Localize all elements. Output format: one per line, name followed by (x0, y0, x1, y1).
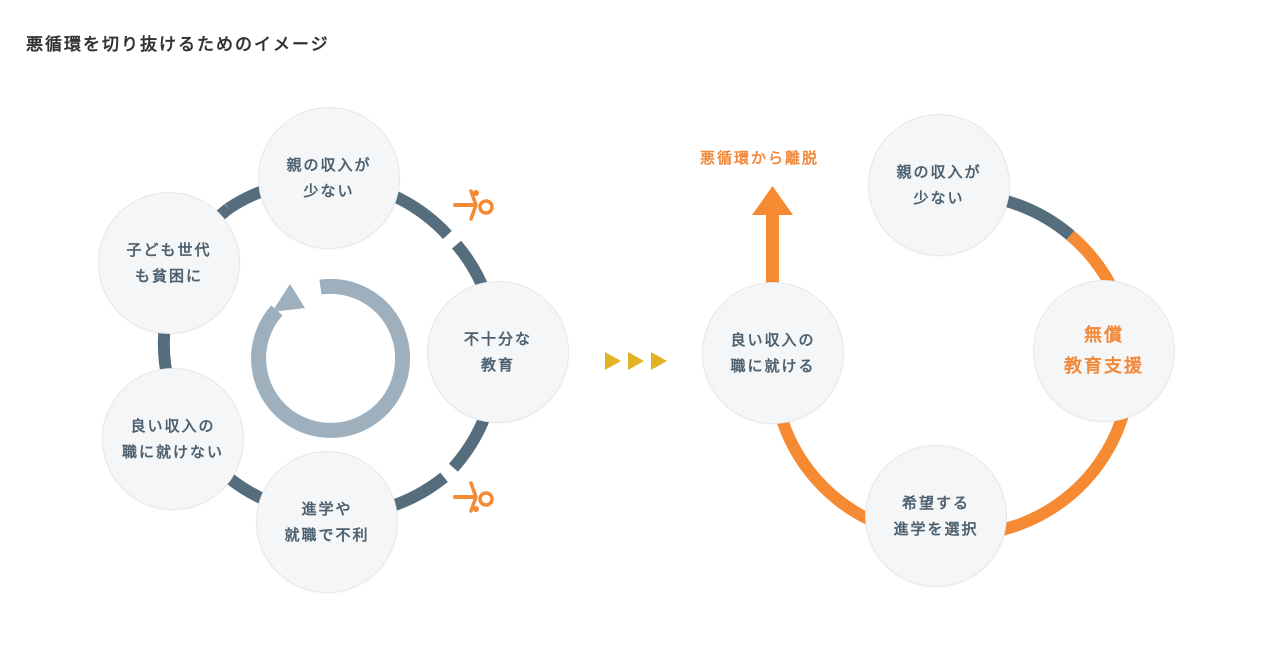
node-line: 職に就けない (121, 443, 224, 461)
node-line: 不十分な (463, 330, 532, 348)
node-line: 無償 (1084, 325, 1124, 346)
node-insufficient-education: 不十分な 教育 (428, 282, 568, 422)
transition-arrows-icon (605, 352, 667, 370)
node-line: 親の収入が (286, 156, 372, 174)
node-line: 教育支援 (1064, 356, 1144, 377)
node-parent-income-low: 親の収入が 少ない (869, 115, 1009, 255)
node-line: 職に就ける (730, 357, 816, 375)
node-line: 子ども世代 (126, 241, 212, 259)
exit-arrow-icon (752, 186, 793, 290)
page-title: 悪循環を切り抜けるためのイメージ (26, 35, 330, 55)
node-free-education-support: 無償 教育支援 (1034, 281, 1174, 421)
scissors-icon (453, 189, 494, 221)
node-line: 進学や (301, 500, 353, 518)
node-line: も貧困に (134, 267, 203, 285)
node-disadvantage-in-career: 進学や 就職で不利 (257, 452, 397, 592)
node-line: 希望する (901, 494, 970, 512)
node-no-good-job: 良い収入の 職に就けない (103, 369, 243, 509)
cycle-arrow-icon (251, 278, 411, 438)
exit-label: 悪循環から離脱 (700, 149, 820, 167)
node-get-good-job: 良い収入の 職に就ける (703, 283, 843, 423)
node-child-generation-poverty: 子ども世代 も貧困に (99, 193, 239, 333)
node-parent-income-low: 親の収入が 少ない (259, 108, 399, 248)
node-line: 教育 (480, 356, 515, 374)
node-line: 少ない (303, 182, 355, 200)
node-line: 就職で不利 (284, 526, 370, 544)
node-line: 進学を選択 (893, 520, 979, 538)
node-line: 良い収入の (130, 417, 216, 435)
node-line: 良い収入の (730, 331, 816, 349)
node-choose-desired-path: 希望する 進学を選択 (866, 446, 1006, 586)
node-line: 親の収入が (896, 163, 982, 181)
scissors-icon (453, 481, 494, 513)
node-line: 少ない (913, 189, 965, 207)
